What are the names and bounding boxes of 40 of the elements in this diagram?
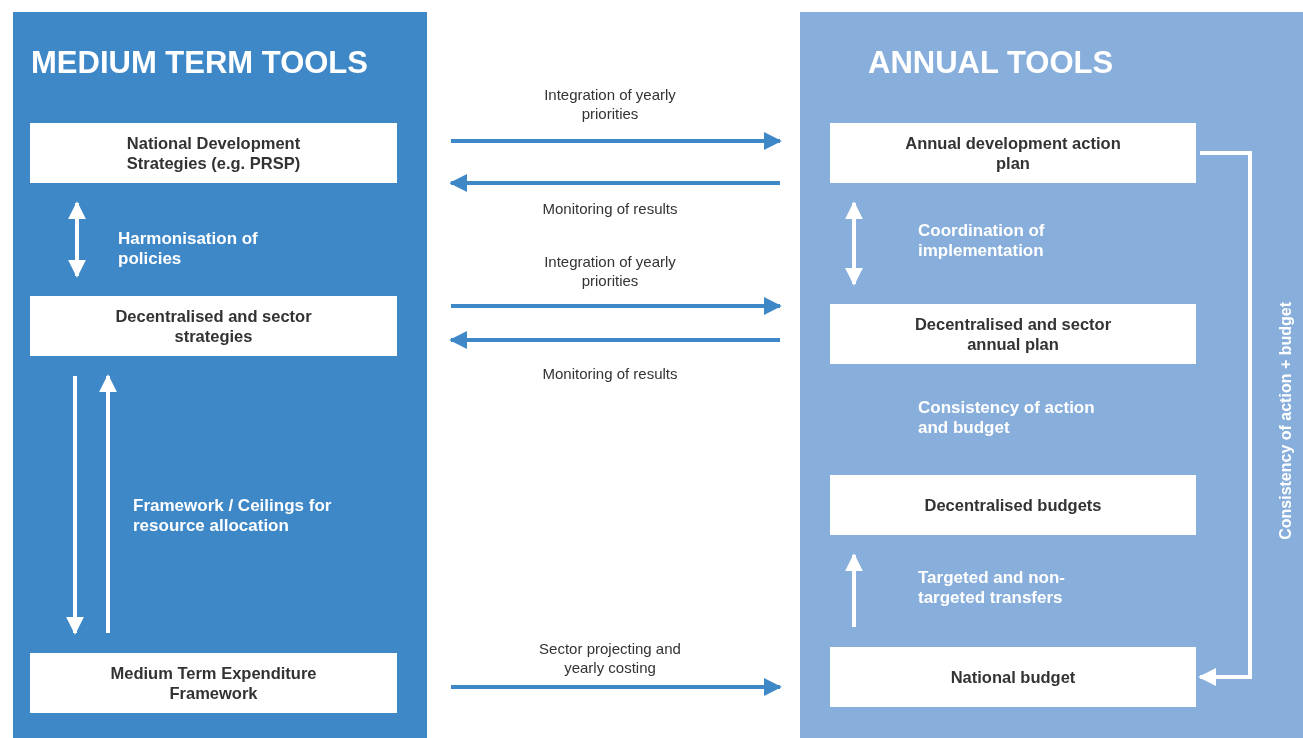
panel-title: MEDIUM TERM TOOLS — [31, 44, 368, 82]
arrow — [99, 374, 117, 633]
tool-box — [30, 653, 397, 713]
panel-title: ANNUAL TOOLS — [868, 44, 1114, 82]
arrow — [451, 132, 782, 150]
arrow — [68, 201, 86, 278]
box-text: Decentralised and sector annual plan — [913, 314, 1113, 354]
arrow — [449, 331, 780, 349]
box-text: Annual development action plan — [904, 133, 1122, 173]
box-text: Decentralised and sector strategies — [114, 306, 313, 346]
tool-box — [830, 304, 1196, 364]
edge-label: Integration of yearly priorities — [543, 252, 677, 290]
box-text: Medium Term Expenditure Framework — [109, 663, 318, 703]
box-text: National budget — [950, 667, 1076, 687]
box-text: Decentralised budgets — [924, 495, 1102, 515]
panel — [13, 12, 427, 738]
tool-box — [830, 475, 1196, 535]
arrow — [451, 678, 782, 696]
edge-label: Targeted and non-targeted transfers — [918, 568, 1066, 608]
tool-box — [830, 647, 1196, 707]
arrow — [66, 376, 84, 635]
arrow — [1198, 151, 1252, 686]
tool-box — [30, 123, 397, 183]
edge-label: Harmonisation of policies — [118, 229, 258, 269]
tool-box — [30, 296, 397, 356]
arrow — [845, 553, 863, 627]
edge-label: Monitoring of results — [542, 363, 678, 383]
edge-label: Coordination of implementation — [918, 221, 1046, 261]
box-text: National Development Strategies (e.g. PRSP) — [125, 133, 302, 173]
edge-label: Consistency of action + budget — [1276, 302, 1295, 540]
edge-label: Integration of yearly priorities — [543, 85, 677, 123]
arrow — [451, 297, 782, 315]
edge-label: Framework / Ceilings for resource allocation — [133, 496, 333, 536]
edge-label: Monitoring of results — [542, 198, 678, 218]
panel — [800, 12, 1303, 738]
arrow — [449, 174, 780, 192]
note-text: Consistency of action and budget — [918, 398, 1096, 438]
arrow — [845, 201, 863, 286]
edge-label: Sector projecting and yearly costing — [538, 639, 682, 677]
tool-box — [830, 123, 1196, 183]
